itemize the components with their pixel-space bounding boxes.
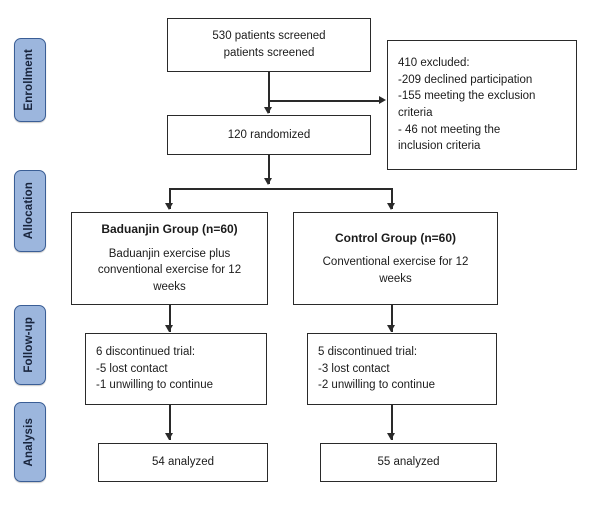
connector-randomized-down	[268, 155, 270, 184]
arrowhead-screened-to-randomized	[263, 107, 272, 114]
stage-label-analysis: Analysis	[23, 417, 36, 467]
arrowhead-control-followup-to-analyzed	[387, 433, 395, 440]
arrowhead-randomized-down	[263, 178, 272, 185]
control-analyzed-line-1: 55 analyzed	[377, 456, 440, 469]
screened-line-2: patients screened	[223, 47, 315, 59]
stage-pill-allocation: Allocation	[14, 170, 46, 252]
randomized-line-1: 120 randomized	[227, 128, 311, 141]
stage-pill-enrollment: Enrollment	[14, 38, 46, 122]
control-followup-line-3: -2 unwilling to continue	[318, 379, 435, 392]
intervention-analyzed-line-1: 54 analyzed	[151, 456, 215, 469]
arrowhead-control-group-to-followup	[387, 325, 395, 332]
connector-split-right	[391, 188, 393, 209]
stage-label-allocation: Allocation	[23, 182, 36, 240]
excluded-line-3: -155 meeting the exclusion	[398, 90, 536, 103]
connector-intervention-followup-to-analyzed	[169, 405, 171, 440]
connector-control-followup-to-analyzed	[391, 405, 393, 440]
connector-allocation-split-bar	[169, 188, 393, 190]
control-group-line-2: weeks	[379, 272, 412, 285]
control-followup-line-1: 5 discontinued trial:	[318, 345, 418, 358]
intervention-followup-line-2: -5 lost contact	[96, 362, 168, 375]
node-control-group: Control Group (n=60) Conventional exerci…	[293, 212, 498, 305]
connector-intervention-group-to-followup	[169, 305, 171, 332]
intervention-group-line-3: weeks	[153, 281, 186, 294]
connector-split-left	[169, 188, 171, 209]
node-control-analyzed: 55 analyzed	[320, 443, 497, 482]
control-group-heading: Control Group (n=60)	[335, 230, 456, 245]
intervention-group-line-2: conventional exercise for 12	[97, 264, 242, 277]
excluded-line-6: inclusion criteria	[398, 140, 481, 153]
excluded-line-1: 410 excluded:	[398, 56, 470, 69]
arrowhead-intervention-followup-to-analyzed	[165, 433, 173, 440]
intervention-group-line-1: Baduanjin exercise plus	[108, 247, 231, 260]
stage-pill-followup: Follow-up	[14, 305, 46, 385]
node-excluded: 410 excluded: -209 declined participatio…	[387, 40, 577, 170]
connector-screened-to-excluded	[268, 100, 381, 102]
node-randomized: 120 randomized	[167, 115, 371, 155]
stage-label-followup: Follow-up	[23, 317, 36, 373]
arrowhead-split-left	[165, 203, 173, 210]
stage-label-enrollment: Enrollment	[23, 49, 36, 111]
node-intervention-group: Baduanjin Group (n=60) Baduanjin exercis…	[71, 212, 268, 305]
excluded-line-5: - 46 not meeting the	[398, 123, 501, 136]
connector-screened-to-randomized	[268, 72, 270, 113]
arrowhead-split-right	[387, 203, 395, 210]
intervention-followup-line-3: -1 unwilling to continue	[96, 379, 213, 392]
connector-control-group-to-followup	[391, 305, 393, 332]
stage-pill-analysis: Analysis	[14, 402, 46, 482]
node-control-followup: 5 discontinued trial: -3 lost contact -2…	[307, 333, 497, 405]
node-patients-screened: 530 patients screened patients screened	[167, 18, 371, 72]
excluded-line-4: criteria	[398, 107, 433, 119]
intervention-group-heading: Baduanjin Group (n=60)	[101, 222, 238, 237]
node-intervention-followup: 6 discontinued trial: -5 lost contact -1…	[85, 333, 267, 405]
screened-line-1: 530 patients screened	[212, 30, 326, 43]
control-group-line-1: Conventional exercise for 12	[322, 256, 469, 269]
arrowhead-intervention-group-to-followup	[165, 325, 173, 332]
intervention-followup-line-1: 6 discontinued trial:	[96, 345, 196, 358]
excluded-line-2: -209 declined participation	[398, 73, 533, 86]
control-followup-line-2: -3 lost contact	[318, 362, 390, 375]
node-intervention-analyzed: 54 analyzed	[98, 443, 268, 482]
arrowhead-screened-to-excluded	[379, 96, 386, 105]
